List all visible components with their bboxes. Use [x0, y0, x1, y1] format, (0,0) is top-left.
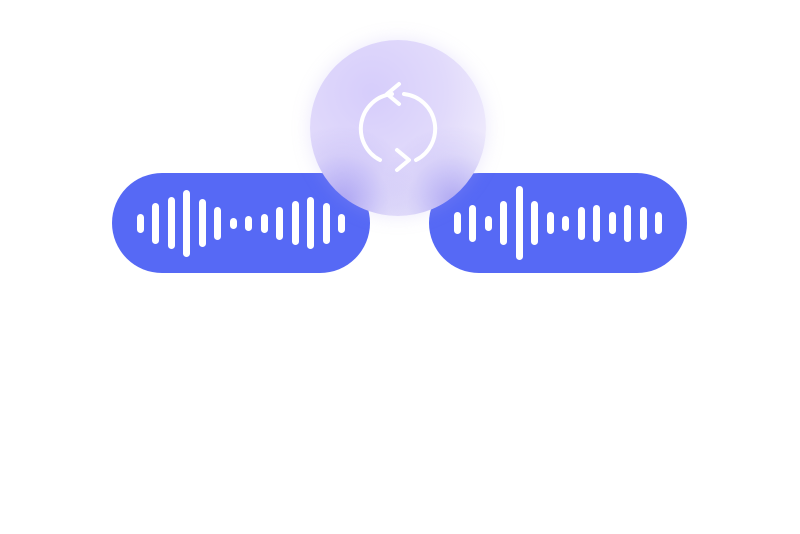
- waveform-bar: [593, 204, 601, 242]
- waveform-bar: [229, 217, 237, 229]
- waveform-bar: [531, 201, 539, 245]
- waveform-bar: [562, 215, 570, 231]
- waveform-bar: [276, 206, 284, 240]
- waveform-bar: [214, 206, 222, 240]
- waveform-bar: [198, 199, 206, 247]
- convert-button[interactable]: [310, 40, 486, 216]
- waveform-bar: [291, 201, 299, 245]
- waveform-bar: [260, 213, 268, 233]
- waveform-bar: [500, 201, 508, 245]
- refresh-icon: [358, 82, 438, 172]
- waveform-bar: [167, 197, 175, 249]
- waveform-bar: [484, 215, 492, 231]
- waveform-bar: [639, 206, 647, 240]
- waveform-bar: [245, 215, 253, 231]
- target-waveform-icon: [453, 186, 663, 260]
- source-audio-pill: [112, 173, 370, 273]
- waveform-bar: [152, 202, 160, 244]
- waveform-bar: [655, 212, 663, 234]
- waveform-bar: [322, 202, 330, 244]
- waveform-bar: [338, 213, 346, 233]
- waveform-bar: [546, 212, 554, 234]
- waveform-bar: [453, 212, 461, 234]
- waveform-bar: [577, 206, 585, 240]
- waveform-bar: [624, 204, 632, 242]
- target-audio-pill: [429, 173, 687, 273]
- waveform-bar: [307, 197, 315, 249]
- waveform-bar: [183, 189, 191, 257]
- waveform-bar: [136, 213, 144, 233]
- waveform-bar: [608, 212, 616, 234]
- source-waveform-icon: [136, 189, 346, 257]
- waveform-bar: [515, 186, 523, 260]
- waveform-bar: [469, 204, 477, 242]
